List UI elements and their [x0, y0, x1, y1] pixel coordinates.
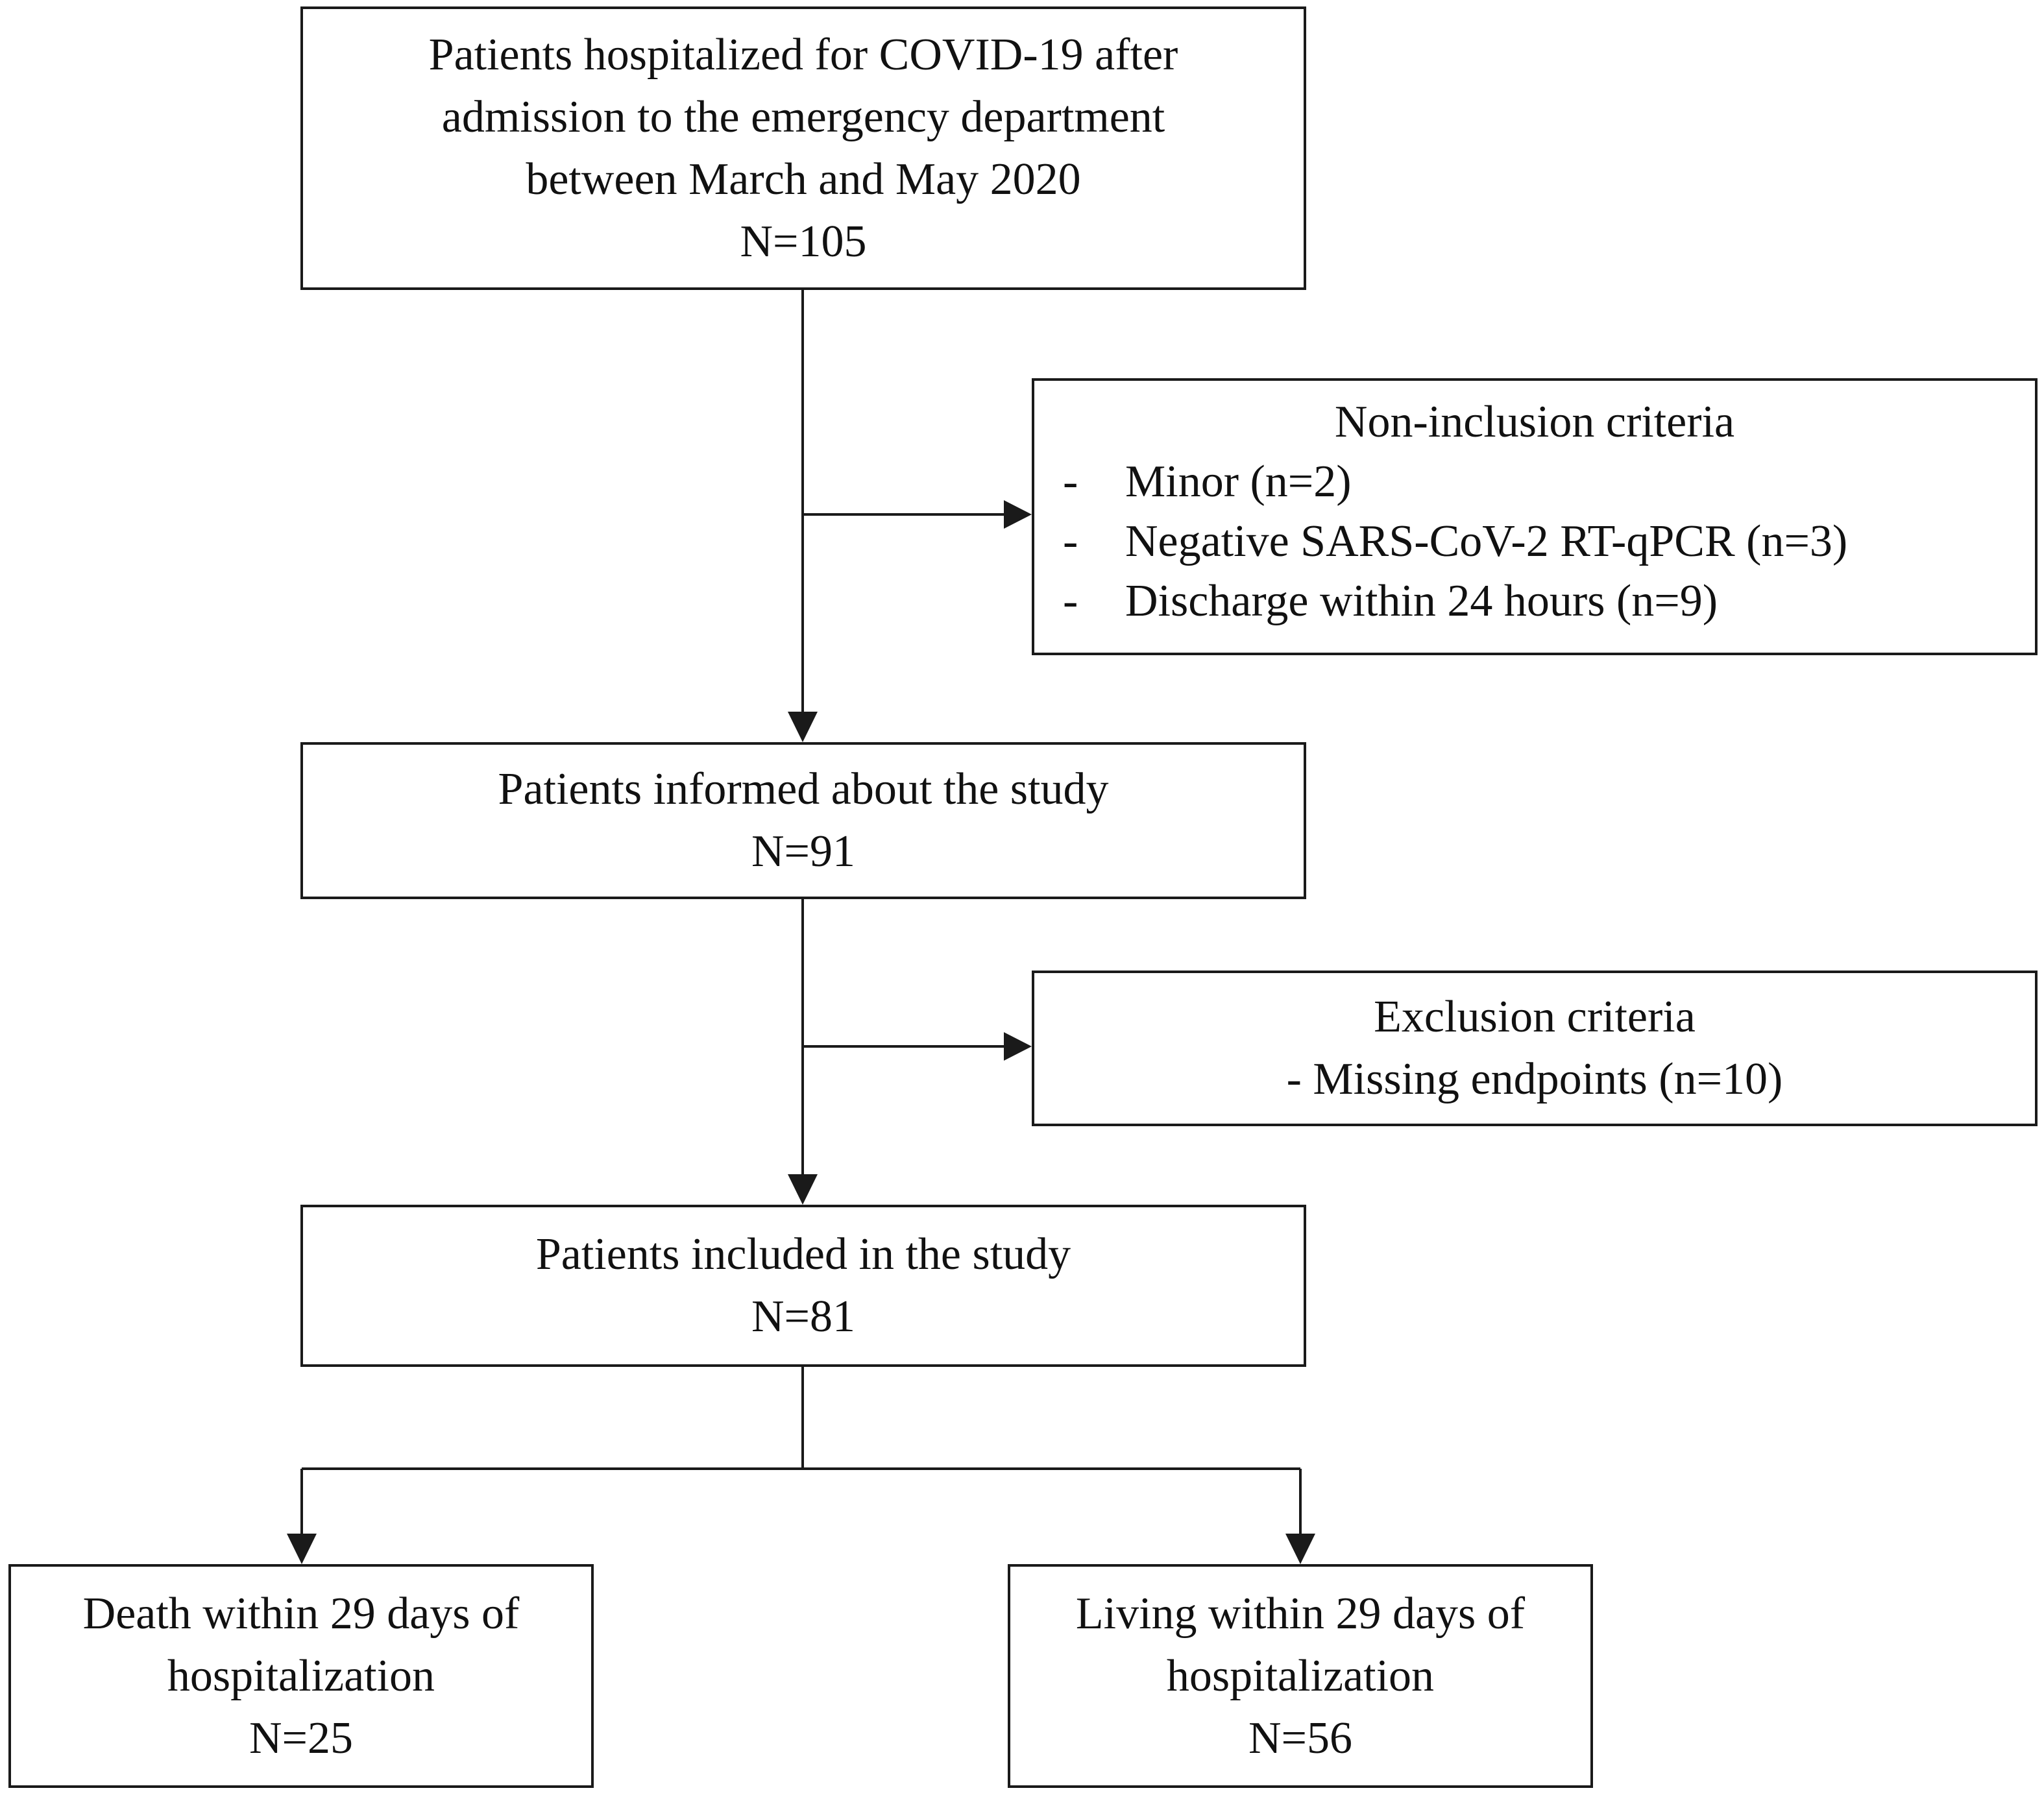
arrowhead-down-right	[1285, 1534, 1315, 1564]
non-inclusion-item: - Negative SARS-CoV-2 RT-qPCR (n=3)	[1034, 512, 2035, 572]
box-included: Patients included in the study N=81	[300, 1205, 1306, 1367]
living-line-1: Living within 29 days of	[1075, 1588, 1526, 1639]
arrowhead-down-2	[788, 1174, 818, 1205]
included-count: N=81	[751, 1292, 856, 1342]
non-inclusion-title: Non-inclusion criteria	[1334, 397, 1735, 447]
informed-count: N=91	[751, 826, 856, 876]
box-hospitalized: Patients hospitalized for COVID-19 after…	[300, 6, 1306, 290]
non-inclusion-minor: Minor (n=2)	[1125, 457, 1352, 507]
arrowhead-down-left	[287, 1534, 317, 1564]
death-count: N=25	[249, 1713, 354, 1763]
arrowhead-down-1	[788, 712, 818, 742]
included-label: Patients included in the study	[535, 1229, 1071, 1279]
list-dash: -	[1063, 516, 1078, 566]
box-non-inclusion-criteria: Non-inclusion criteria - Minor (n=2) - N…	[1032, 378, 2038, 655]
hospitalized-line-2: admission to the emergency department	[441, 91, 1165, 142]
non-inclusion-discharge: Discharge within 24 hours (n=9)	[1125, 576, 1718, 626]
living-line-2: hospitalization	[1166, 1650, 1435, 1701]
exclusion-title: Exclusion criteria	[1374, 992, 1696, 1042]
death-line-1: Death within 29 days of	[82, 1588, 520, 1639]
hospitalized-line-3: between March and May 2020	[526, 154, 1081, 204]
box-informed: Patients informed about the study N=91	[300, 742, 1306, 899]
non-inclusion-negative-pcr: Negative SARS-CoV-2 RT-qPCR (n=3)	[1125, 516, 1848, 566]
death-line-2: hospitalization	[167, 1650, 435, 1701]
hospitalized-count: N=105	[740, 216, 867, 267]
exclusion-missing-endpoints: - Missing endpoints (n=10)	[1286, 1054, 1783, 1104]
non-inclusion-item: - Discharge within 24 hours (n=9)	[1034, 572, 2035, 631]
living-count: N=56	[1248, 1713, 1353, 1763]
list-dash: -	[1063, 576, 1078, 626]
box-death: Death within 29 days of hospitalization …	[8, 1564, 594, 1788]
hospitalized-line-1: Patients hospitalized for COVID-19 after	[428, 29, 1178, 80]
non-inclusion-item: - Minor (n=2)	[1034, 452, 2035, 512]
arrowhead-right-1	[1004, 500, 1032, 529]
box-exclusion-criteria: Exclusion criteria - Missing endpoints (…	[1032, 971, 2038, 1126]
list-dash: -	[1063, 457, 1078, 507]
informed-label: Patients informed about the study	[498, 764, 1109, 814]
arrowhead-right-2	[1004, 1032, 1032, 1061]
box-living: Living within 29 days of hospitalization…	[1008, 1564, 1593, 1788]
